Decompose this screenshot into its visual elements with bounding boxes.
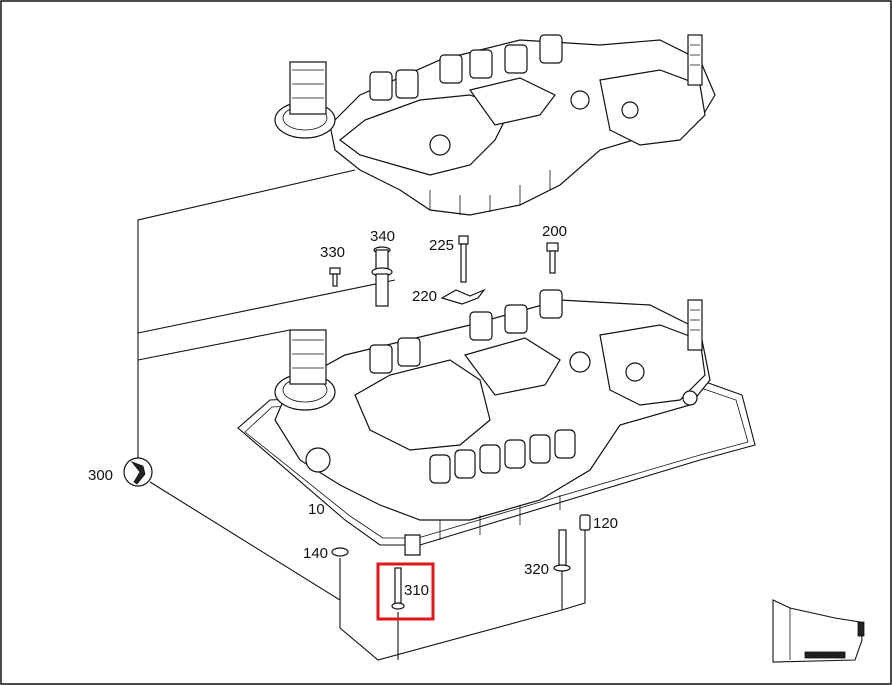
callout-300[interactable]: 300 [88,467,113,484]
leader-line-120 [561,525,586,611]
callout-220[interactable]: 220 [412,288,437,305]
leader-line-bottom [339,570,563,661]
part-340-tube [371,246,393,307]
callout-225[interactable]: 225 [429,237,454,254]
part-330-screw [329,267,341,287]
upper-valve-body-assembly [274,34,716,216]
callout-120[interactable]: 120 [593,515,618,532]
part-120-sleeve [579,514,591,531]
leader-line-330 [137,279,396,334]
part-200-bolt [546,242,559,274]
highlight-box-310[interactable] [376,562,435,621]
transmission-thumbnail-icon [772,599,865,663]
part-320-bolt [553,529,571,572]
wrench-icon [123,457,153,487]
callout-10[interactable]: 10 [308,501,325,518]
leader-line-mid [137,329,291,361]
callout-320[interactable]: 320 [524,561,549,578]
part-140-washer [331,547,349,557]
callout-200[interactable]: 200 [542,223,567,240]
part-220-clip [440,288,486,305]
callout-340[interactable]: 340 [370,228,395,245]
part-225-bolt [458,235,469,283]
lower-valve-body-assembly [237,289,756,556]
callout-310[interactable]: 310 [404,582,429,599]
callout-330[interactable]: 330 [320,244,345,261]
callout-140[interactable]: 140 [303,545,328,562]
leader-line-upper [137,169,356,465]
part-310-bolt [391,567,405,610]
